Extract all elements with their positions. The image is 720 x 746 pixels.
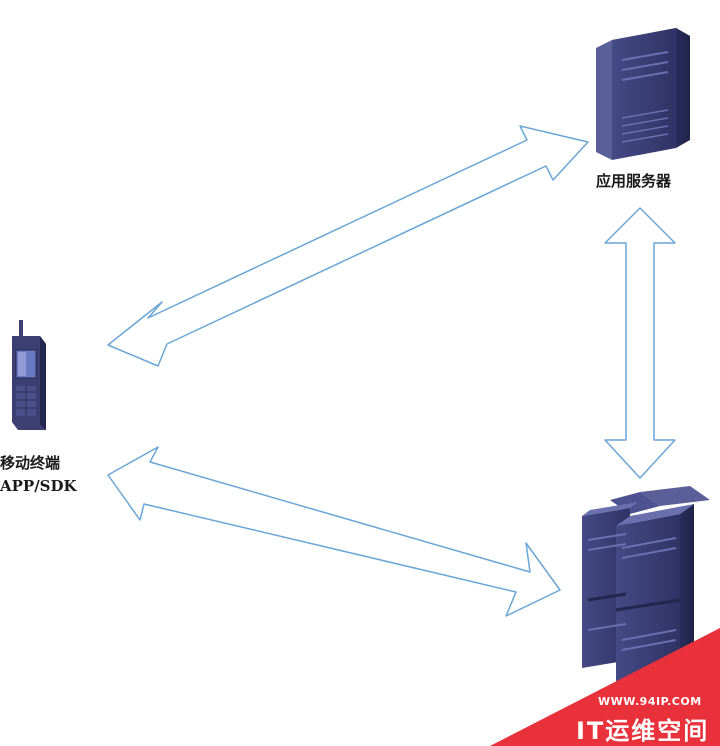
watermark-banner bbox=[490, 628, 720, 746]
watermark-text: IT运维空间 bbox=[576, 717, 710, 745]
mobile-terminal-label-line1: 移动终端 bbox=[0, 454, 61, 472]
app-server-label: 应用服务器 bbox=[596, 172, 672, 190]
arrow-mobile-to-cluster bbox=[107, 446, 561, 617]
mobile-phone-icon bbox=[12, 320, 46, 430]
arrow-mobile-to-app-server bbox=[107, 125, 589, 367]
mobile-terminal-label: 移动终端 APP/SDK bbox=[0, 452, 77, 498]
app-server-icon bbox=[596, 28, 690, 160]
watermark-url: WWW.94IP.COM bbox=[598, 695, 702, 708]
server-cluster-icon bbox=[582, 486, 710, 700]
arrow-app-server-to-cluster bbox=[604, 207, 676, 479]
mobile-terminal-label-line2: APP/SDK bbox=[0, 477, 77, 495]
